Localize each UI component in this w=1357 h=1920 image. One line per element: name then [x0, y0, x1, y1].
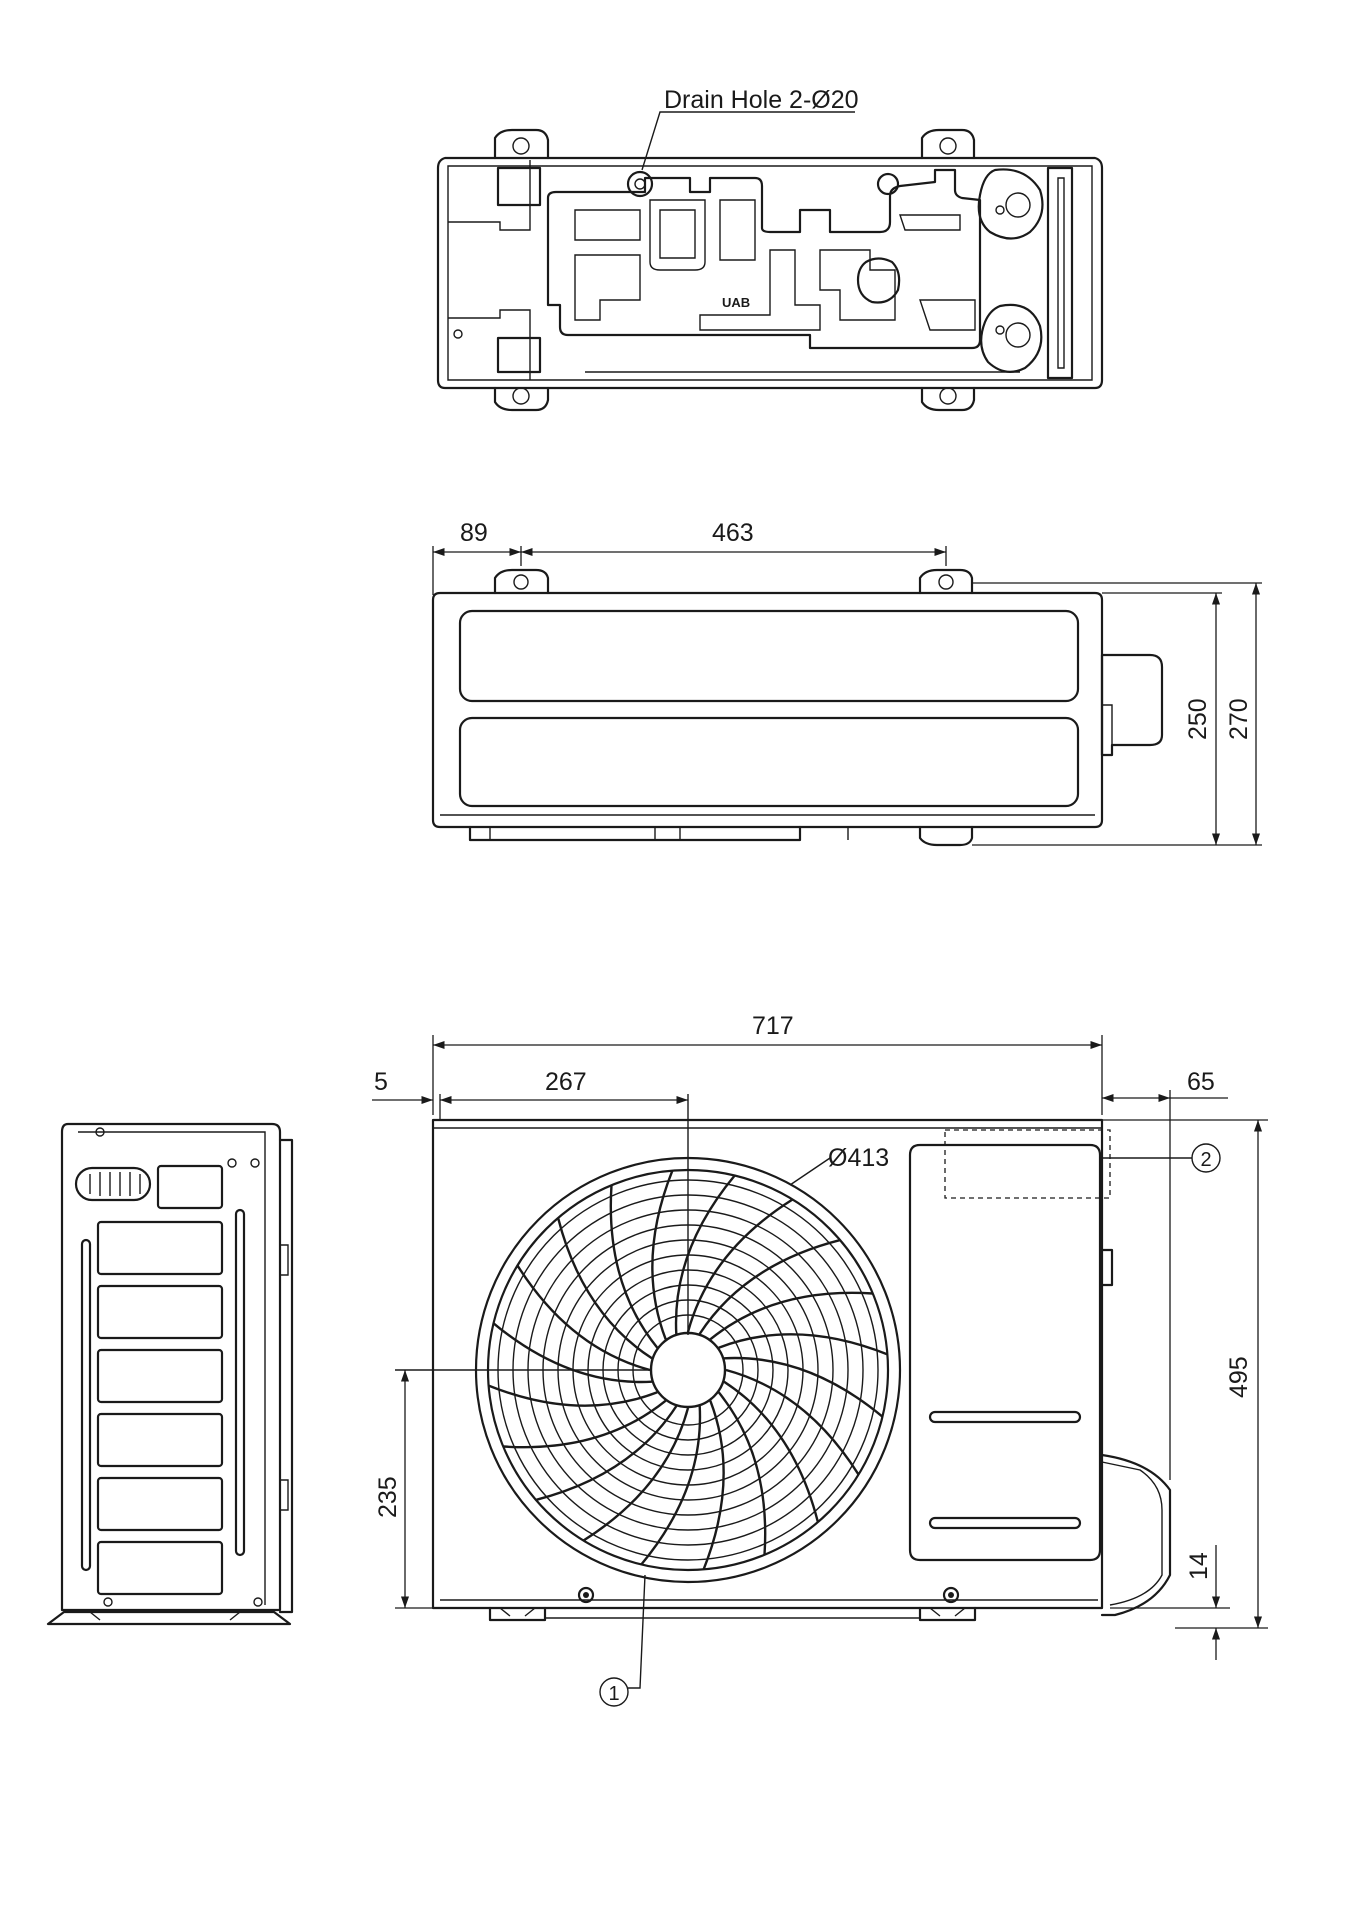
service-panel	[908, 1143, 1102, 1562]
dim-14: 14	[1185, 1552, 1213, 1580]
top-view: UAB Drain Hole 2-Ø20	[436, 86, 1104, 412]
center-boss	[856, 257, 901, 304]
drain-hole-1	[626, 170, 654, 198]
side-label-plate	[156, 1164, 224, 1210]
fan-spoke	[724, 1356, 884, 1418]
dim-267: 267	[545, 1068, 587, 1096]
fan-spoke	[717, 1391, 767, 1555]
side-outline	[60, 1122, 282, 1612]
fan-hub	[649, 1331, 727, 1409]
dim-235: 235	[374, 1476, 402, 1518]
dim-fan-diameter: Ø413	[828, 1144, 889, 1172]
fan-spoke	[503, 1399, 667, 1449]
fan-spoke	[556, 1217, 653, 1360]
side-handle	[74, 1166, 152, 1202]
callout-circle-1	[599, 1677, 629, 1707]
drain-hole-2	[876, 172, 900, 196]
base-plate-outline	[436, 156, 1104, 390]
front-cabinet-outline	[431, 1118, 1104, 1610]
dim-5: 5	[374, 1068, 388, 1096]
dim-89: 89	[460, 519, 488, 547]
callout-1: 1	[608, 1683, 619, 1705]
fan-spoke	[609, 1185, 659, 1349]
dim-717: 717	[752, 1012, 794, 1040]
valve-outline-dashed	[944, 1129, 1111, 1199]
rubber-boss-upper	[977, 168, 1044, 240]
fan-spoke	[686, 1198, 794, 1333]
fan-spoke	[582, 1407, 690, 1542]
side-view	[46, 1122, 294, 1626]
rubber-boss-lower	[980, 303, 1043, 373]
fan-spoke	[698, 1238, 841, 1335]
dim-495: 495	[1225, 1356, 1253, 1398]
fan-spoke	[709, 1291, 873, 1341]
callout-circle-2	[1191, 1143, 1221, 1173]
fan-spoke	[718, 1333, 888, 1356]
middle-view: 89 463 250 270	[431, 519, 1262, 847]
unit-top-outline	[431, 591, 1104, 829]
fan-spokes	[488, 1170, 888, 1570]
valve-cover-top	[1100, 653, 1164, 757]
drain-channel	[546, 168, 982, 350]
fan-spoke	[723, 1380, 820, 1523]
side-vent-slots	[96, 1220, 224, 1596]
dim-65: 65	[1187, 1068, 1215, 1096]
fan-spoke	[535, 1405, 678, 1502]
fan-spoke	[702, 1400, 725, 1570]
mounting-lugs-top	[493, 128, 976, 412]
fan-spoke	[651, 1170, 674, 1340]
fan-spoke	[488, 1384, 658, 1407]
dim-463: 463	[712, 519, 754, 547]
drain-hole-label: Drain Hole 2-Ø20	[664, 86, 859, 114]
dim-250: 250	[1184, 698, 1212, 740]
fan-spoke	[725, 1368, 860, 1476]
valve-cover-front	[1100, 1453, 1172, 1617]
dim-270: 270	[1225, 698, 1253, 740]
top-panel-upper	[458, 609, 1080, 703]
plate-marking: UAB	[722, 295, 750, 310]
fan-spoke	[516, 1264, 651, 1372]
front-view: 717 5 267 65 Ø413 495 235 14 2	[372, 1012, 1268, 1707]
callout-2: 2	[1200, 1149, 1211, 1171]
side-foot	[46, 1610, 292, 1626]
top-panel-lower	[458, 716, 1080, 808]
fan-spoke	[640, 1406, 702, 1566]
